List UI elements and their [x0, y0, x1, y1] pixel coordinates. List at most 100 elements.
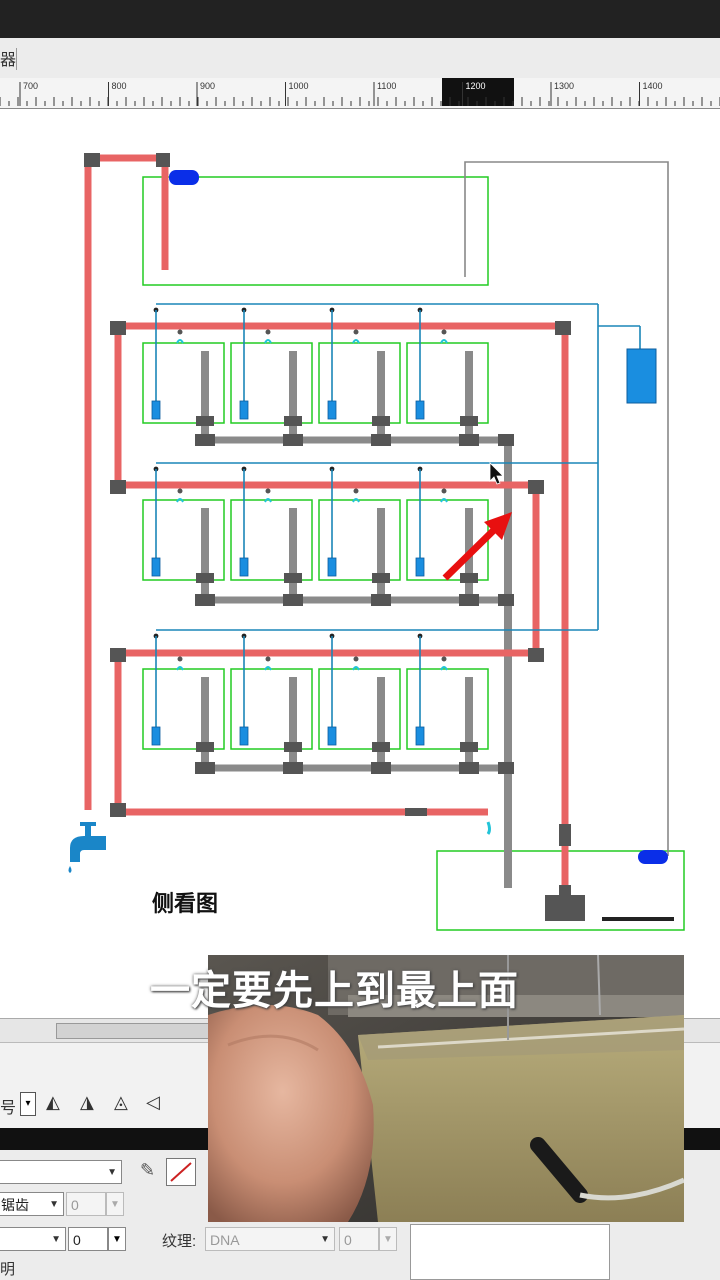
pipe-joint — [196, 416, 214, 426]
misc-layer — [68, 170, 674, 921]
air-stone — [239, 726, 249, 746]
water-drip-icon — [264, 339, 272, 344]
drip-nozzle — [265, 329, 271, 335]
drip-nozzle — [353, 656, 359, 662]
arrow-head — [484, 512, 512, 540]
texture-amount-stepper[interactable]: ▼ — [379, 1227, 397, 1251]
tank — [230, 499, 313, 581]
pipe-joint — [460, 742, 478, 752]
pipe-joint — [405, 808, 427, 816]
faucet-stem — [85, 826, 91, 836]
texture-label: 纹理: — [162, 1233, 197, 1250]
air-stone — [151, 400, 161, 420]
drip-nozzle — [441, 488, 447, 494]
pipe-joint — [460, 573, 478, 583]
water-drip-icon — [440, 498, 448, 503]
opacity-label: 明 — [0, 1261, 16, 1278]
pipe-joint — [196, 573, 214, 583]
toolbar-partial-label: 器 — [0, 52, 17, 69]
water-drip-icon — [486, 821, 491, 835]
air-stone — [415, 557, 425, 577]
pipe-joint — [284, 573, 302, 583]
mouse-cursor-icon — [489, 462, 504, 485]
video-subtitle: 一定要先上到最上面 — [150, 968, 519, 1014]
pipe-joint — [372, 742, 390, 752]
water-drip-icon — [352, 498, 360, 503]
main-toolbar: 器 — [0, 38, 720, 79]
piping-diagram-canvas[interactable] — [0, 108, 720, 938]
air-pump-icon — [626, 348, 657, 404]
pipe-joint — [372, 416, 390, 426]
tanks-layer — [142, 176, 685, 931]
scrollbar-thumb[interactable] — [56, 1023, 218, 1039]
drip-nozzle — [265, 656, 271, 662]
ruler-label: 1300 — [554, 81, 574, 91]
air-stone — [151, 557, 161, 577]
texture-select[interactable]: DNA▼ — [205, 1227, 335, 1251]
ruler-label: 1000 — [289, 81, 309, 91]
ruler-label: 800 — [112, 81, 127, 91]
water-drip-icon — [440, 339, 448, 344]
tank — [142, 499, 225, 581]
overflow-line — [464, 161, 669, 856]
red-arrow-icon — [442, 512, 512, 581]
water-drip-icon — [440, 666, 448, 671]
fill-style-select[interactable]: ▼ — [0, 1227, 66, 1251]
faucet-icon — [68, 822, 106, 873]
drip-nozzle — [265, 488, 271, 494]
pipe-joint — [283, 594, 303, 606]
pipe-joint — [459, 434, 479, 446]
pipe-joint — [284, 742, 302, 752]
pipe-joint — [110, 480, 126, 494]
drip-nozzle — [177, 656, 183, 662]
faucet-drop — [68, 866, 72, 873]
tank — [318, 499, 401, 581]
tank — [230, 342, 313, 424]
drip-nozzle — [353, 329, 359, 335]
ruler-label: 700 — [23, 81, 38, 91]
texture-amount-field[interactable]: 0 — [339, 1227, 379, 1251]
pipe-joint — [498, 434, 514, 446]
flip-vertical-icon[interactable]: ◁ — [146, 1092, 160, 1112]
water-drip-icon — [264, 666, 272, 671]
pipe-joint — [110, 648, 126, 662]
faucet-handle — [80, 822, 96, 826]
pipe-joint — [198, 762, 212, 774]
fill-amount-stepper[interactable]: ▼ — [108, 1227, 126, 1251]
video-frame-illustration — [208, 955, 684, 1222]
pipe-joint — [283, 434, 303, 446]
fill-amount-field[interactable]: 0 — [68, 1227, 108, 1251]
edge-style-select[interactable]: 锯齿▼ — [0, 1192, 64, 1216]
pipe-joint — [371, 434, 391, 446]
edge-amount-stepper[interactable]: ▼ — [106, 1192, 124, 1216]
air-stone — [151, 726, 161, 746]
drip-nozzle — [177, 488, 183, 494]
edge-amount-field[interactable]: 0 — [66, 1192, 106, 1216]
flip-horizontal-icon[interactable]: ◬ — [114, 1092, 128, 1112]
drip-nozzle — [441, 656, 447, 662]
tank — [436, 850, 685, 931]
arrow-shaft — [442, 525, 499, 581]
pipe-joint — [498, 762, 514, 774]
air-stone — [415, 726, 425, 746]
style-select[interactable]: ▼ — [0, 1160, 122, 1184]
transform-dropdown[interactable]: ▾ — [20, 1092, 36, 1116]
rotate-right-icon[interactable]: ◮ — [80, 1092, 94, 1112]
drip-nozzle — [177, 329, 183, 335]
supply-pipes-layer — [84, 154, 569, 900]
ruler-label: 1200 — [466, 81, 486, 91]
pipe-joint — [528, 480, 544, 494]
pipe-joint — [284, 416, 302, 426]
pencil-icon[interactable]: ✎ — [140, 1160, 156, 1180]
stroke-color-swatch[interactable] — [166, 1158, 196, 1186]
air-stone — [415, 400, 425, 420]
pipe-joint — [372, 573, 390, 583]
pipe-joint — [528, 648, 544, 662]
pipe-joint — [198, 434, 212, 446]
rotate-left-icon[interactable]: ◭ — [46, 1092, 60, 1112]
tank — [318, 342, 401, 424]
faucet-body — [70, 836, 106, 862]
drip-nozzle — [441, 329, 447, 335]
